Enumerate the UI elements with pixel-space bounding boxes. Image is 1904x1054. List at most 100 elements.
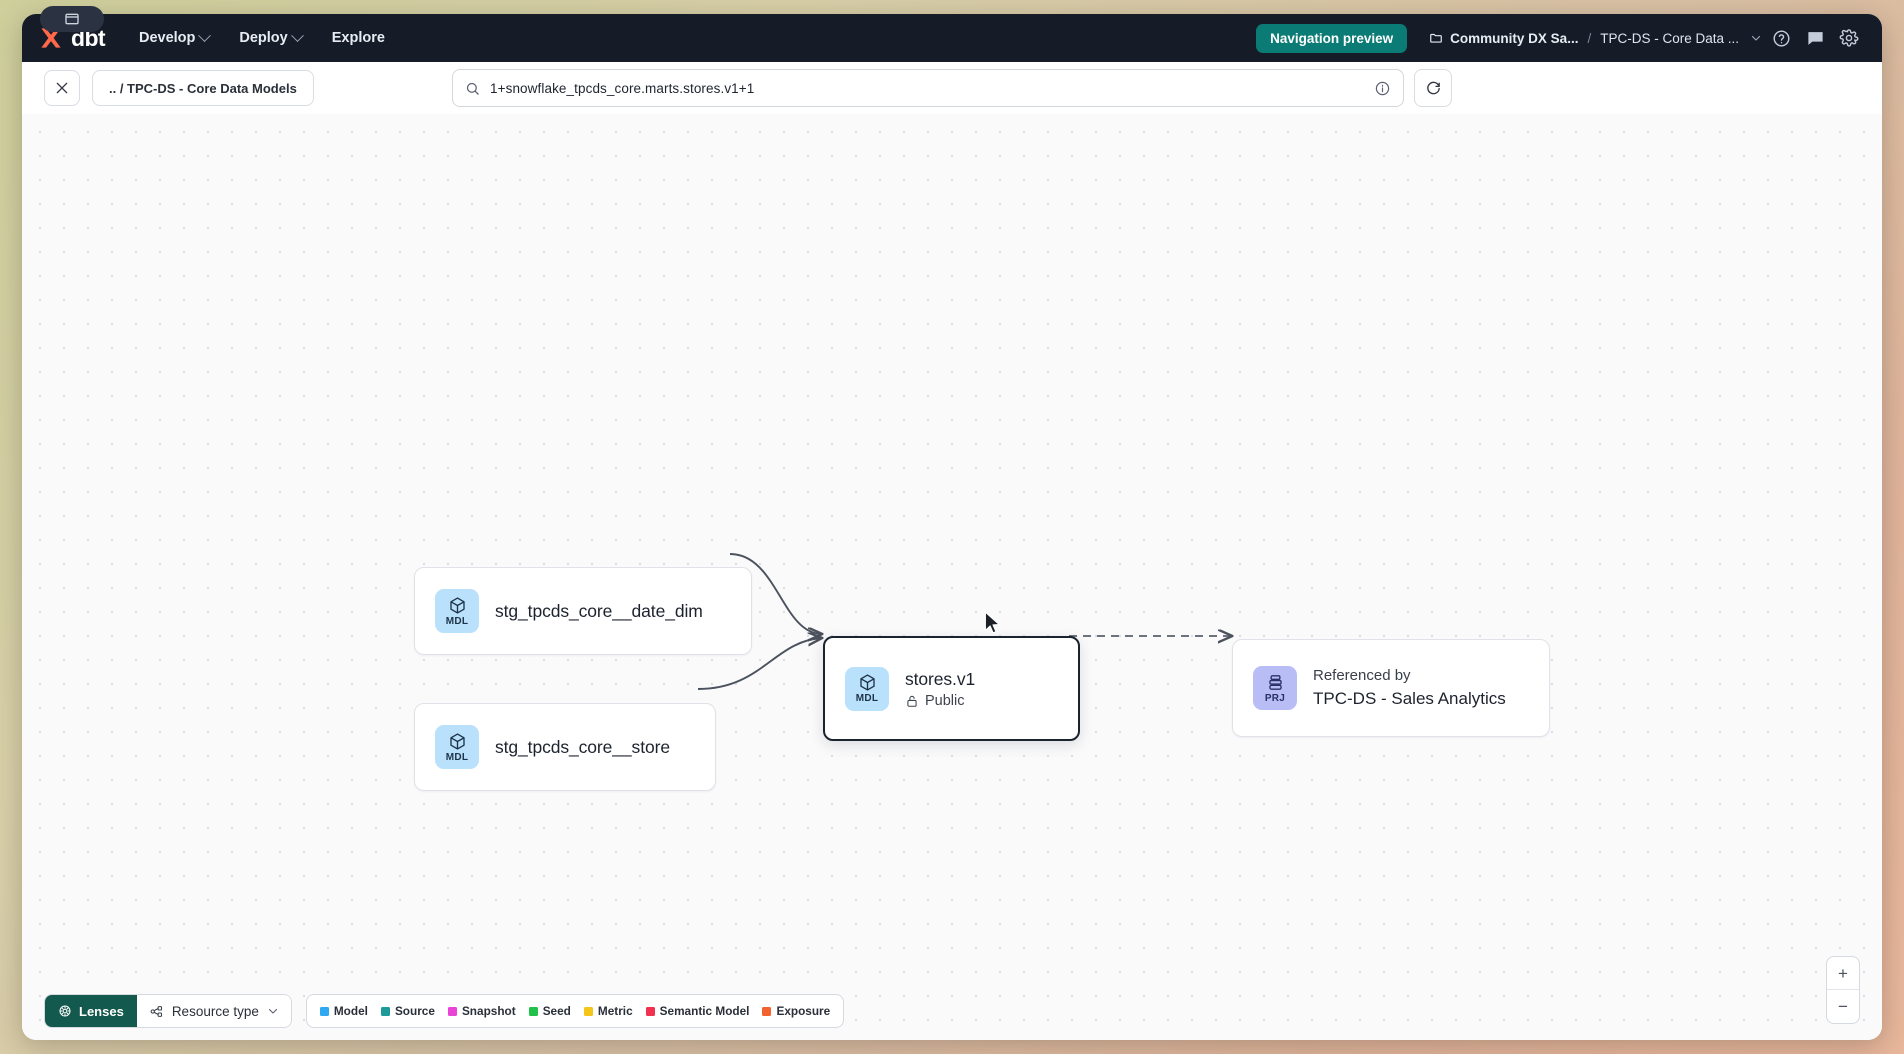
graph-node-title: stg_tpcds_core__date_dim: [495, 600, 703, 621]
navigation-preview-badge[interactable]: Navigation preview: [1256, 23, 1408, 53]
close-icon: [56, 82, 68, 94]
graph-node-referenced-by-project[interactable]: PRJ Referenced by TPC-DS - Sales Analyti…: [1232, 639, 1550, 737]
resource-badge-model: MDL: [435, 725, 479, 769]
chevron-down-icon: [1751, 35, 1761, 41]
graph-node-title: stg_tpcds_core__store: [495, 736, 670, 757]
top-navigation-right: Navigation preview Community DX Sa... / …: [1256, 23, 1864, 53]
refresh-button[interactable]: [1414, 69, 1452, 107]
legend-swatch: [762, 1006, 772, 1016]
dbt-logo-icon: [41, 28, 61, 48]
search-input[interactable]: [490, 80, 1364, 96]
lineage-bottom-bar: Lenses Resource type: [22, 982, 1882, 1040]
resource-nodes-icon: [150, 1005, 162, 1017]
breadcrumb-account[interactable]: Community DX Sa...: [1429, 31, 1578, 46]
legend-swatch: [319, 1006, 329, 1016]
tab-icon: [65, 13, 79, 25]
cube-icon: [859, 674, 875, 691]
legend-item-metric: Metric: [583, 1004, 633, 1018]
lineage-search-group: [452, 69, 1452, 107]
zoom-controls: + −: [1826, 956, 1860, 1024]
graph-node-access-label: Public: [925, 692, 965, 709]
graph-node-stg-tpcds-core-date-dim[interactable]: MDL stg_tpcds_core__date_dim: [414, 567, 752, 655]
zoom-out-button[interactable]: −: [1838, 997, 1848, 1016]
legend-label: Source: [394, 1004, 435, 1018]
settings-button[interactable]: [1834, 23, 1864, 53]
browser-tab-nub[interactable]: [40, 6, 104, 32]
mouse-cursor: [984, 611, 1000, 634]
graph-node-title: stores.v1: [905, 668, 976, 689]
graph-node-access: Public: [905, 693, 975, 709]
nav-item-develop[interactable]: Develop: [138, 28, 212, 46]
top-navigation-bar: dbt Develop Deploy Explore Navigation pr…: [22, 14, 1882, 62]
cube-icon: [449, 732, 465, 750]
breadcrumb-account-label: Community DX Sa...: [1450, 30, 1579, 46]
resource-type-legend: Model Source Snapshot Seed Metric: [305, 994, 845, 1028]
resource-type-label: Resource type: [171, 1003, 259, 1019]
cube-icon: [449, 596, 465, 614]
refresh-icon: [1426, 81, 1440, 94]
help-button[interactable]: [1766, 23, 1796, 53]
chevron-down-icon: [198, 28, 212, 42]
nav-item-deploy[interactable]: Deploy: [239, 28, 304, 46]
chevron-down-icon: [268, 1008, 277, 1014]
graph-node-stores-v1[interactable]: MDL stores.v1 Public: [823, 636, 1080, 741]
feedback-button[interactable]: [1800, 23, 1830, 53]
legend-swatch: [380, 1006, 390, 1016]
legend-label: Seed: [542, 1004, 571, 1018]
graph-node-body: stores.v1 Public: [905, 669, 975, 709]
lens-controls: Lenses Resource type: [44, 994, 292, 1028]
folder-icon: [1430, 33, 1443, 43]
legend-item-model: Model: [319, 1004, 368, 1018]
help-circle-icon: [1773, 30, 1789, 46]
graph-node-body: Referenced by TPC-DS - Sales Analytics: [1313, 667, 1506, 710]
legend-swatch: [528, 1006, 538, 1016]
search-icon: [466, 82, 479, 95]
legend-swatch: [583, 1006, 593, 1016]
legend-swatch: [447, 1006, 457, 1016]
legend-swatch: [645, 1006, 655, 1016]
chevron-down-icon: [290, 28, 304, 42]
zoom-in-button[interactable]: +: [1827, 957, 1859, 990]
resource-badge-label: MDL: [445, 751, 469, 763]
graph-node-title: TPC-DS - Sales Analytics: [1313, 689, 1506, 709]
close-lineage-button[interactable]: [44, 70, 80, 106]
graph-node-eyebrow: Referenced by: [1313, 666, 1411, 684]
resource-type-filter[interactable]: Resource type: [136, 995, 291, 1027]
unlock-icon: [907, 695, 917, 707]
legend-item-semantic-model: Semantic Model: [645, 1004, 750, 1018]
resource-badge-model: MDL: [845, 666, 889, 711]
resource-badge-label: MDL: [445, 615, 469, 627]
breadcrumb-separator: /: [1587, 30, 1592, 46]
legend-label: Snapshot: [461, 1004, 516, 1018]
legend-item-snapshot: Snapshot: [447, 1004, 516, 1018]
legend-item-source: Source: [380, 1004, 435, 1018]
breadcrumb-project[interactable]: TPC-DS - Core Data ...: [1600, 31, 1762, 46]
nav-item-explore-label: Explore: [331, 30, 385, 46]
resource-badge-model: MDL: [435, 589, 479, 633]
search-box[interactable]: [452, 69, 1404, 107]
info-icon[interactable]: [1374, 80, 1391, 97]
nav-item-develop-label: Develop: [138, 30, 196, 46]
project-stack-icon: [1268, 674, 1282, 690]
lenses-button-label: Lenses: [79, 1003, 124, 1019]
resource-badge-project: PRJ: [1253, 666, 1297, 710]
legend-label: Semantic Model: [659, 1004, 750, 1018]
legend-label: Exposure: [776, 1004, 831, 1018]
breadcrumb-project-label: TPC-DS - Core Data ...: [1600, 30, 1739, 46]
lineage-canvas[interactable]: MDL stg_tpcds_core__date_dim MDL stg_tpc…: [22, 114, 1882, 1040]
gear-icon: [1839, 29, 1859, 47]
legend-label: Model: [333, 1004, 368, 1018]
breadcrumb[interactable]: .. / TPC-DS - Core Data Models: [92, 70, 314, 106]
resource-badge-label: PRJ: [1264, 692, 1286, 704]
nav-item-deploy-label: Deploy: [239, 30, 288, 46]
graph-node-stg-tpcds-core-store[interactable]: MDL stg_tpcds_core__store: [414, 703, 716, 791]
lenses-button[interactable]: Lenses: [45, 995, 137, 1027]
legend-item-exposure: Exposure: [762, 1004, 830, 1018]
resource-badge-label: MDL: [855, 693, 879, 704]
lineage-toolbar: .. / TPC-DS - Core Data Models: [22, 62, 1882, 114]
lens-globe-icon: [59, 1005, 71, 1017]
nav-item-explore[interactable]: Explore: [332, 30, 385, 46]
feedback-chat-icon: [1807, 31, 1823, 45]
lineage-edges: [697, 553, 1882, 690]
legend-item-seed: Seed: [528, 1004, 571, 1018]
